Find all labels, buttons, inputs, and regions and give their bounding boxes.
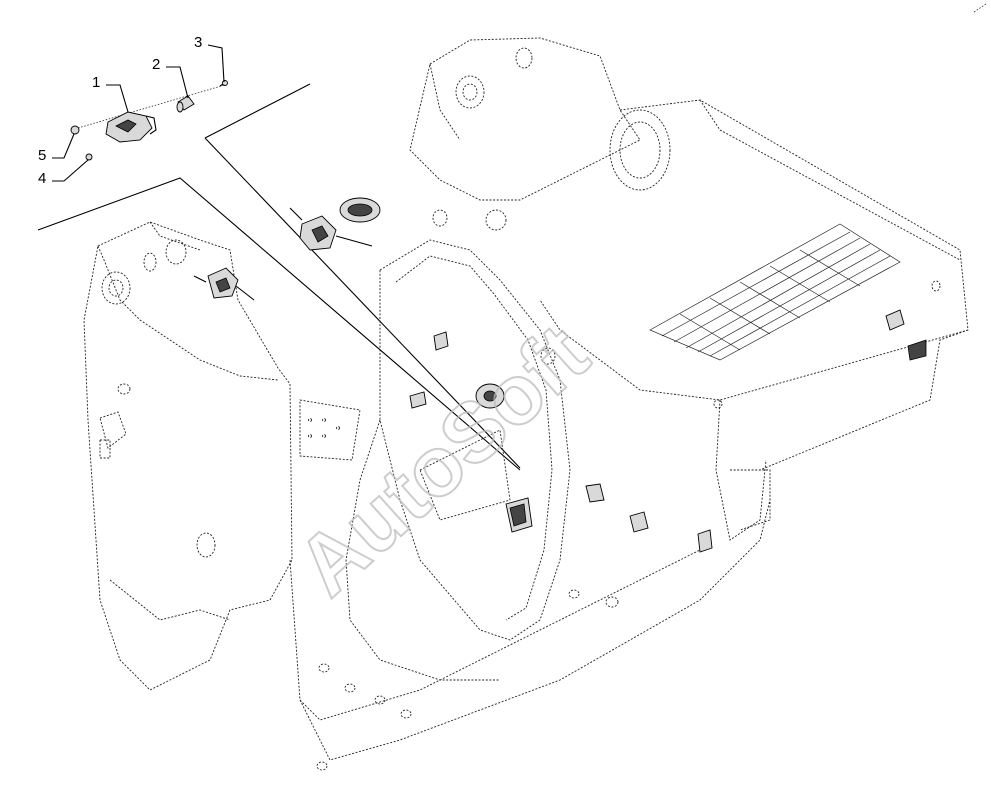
engine-grille [649, 223, 901, 361]
callout-2-label: 2 [152, 56, 160, 73]
rear-tower [409, 37, 641, 201]
left-lower-hole [196, 532, 216, 558]
left-arm-switch [193, 267, 255, 301]
callout-1: 1 [92, 74, 129, 113]
panel-dots [308, 418, 340, 438]
rear-switch [289, 207, 373, 251]
part-5-nut [70, 125, 80, 135]
corner-mark [973, 3, 987, 13]
machine-chassis [83, 37, 969, 771]
callout-2: 2 [152, 56, 189, 99]
callout-4: 4 [38, 159, 89, 187]
floor-pan [289, 499, 771, 761]
leader-line-left [37, 177, 521, 471]
side-harness-clip [409, 309, 905, 553]
rear-light [339, 197, 381, 223]
exploded-parts-group [70, 80, 229, 161]
cab-connector [505, 497, 533, 533]
part-1-switch [105, 111, 157, 143]
callout-5: 5 [38, 133, 75, 164]
rear-pivot-hole [455, 75, 485, 109]
part-4-washer [85, 153, 93, 161]
watermark: AutoSoft [278, 305, 606, 614]
left-side-wall [83, 221, 293, 691]
cooling-fan-housing [609, 109, 671, 191]
warning-decal [907, 339, 927, 361]
callouts: 1 2 3 4 5 [38, 34, 225, 187]
floor-bolts [316, 589, 619, 771]
callout-5-label: 5 [38, 147, 46, 164]
indication-lines [37, 83, 521, 471]
cab-frame [379, 239, 571, 641]
engine-cover [539, 99, 969, 401]
callout-4-label: 4 [38, 170, 46, 187]
callout-3-label: 3 [194, 34, 202, 51]
watermark-text: AutoSoft [279, 306, 605, 613]
callout-3: 3 [194, 34, 225, 83]
installed-components [193, 197, 927, 553]
left-pivot-hole [101, 271, 131, 305]
callout-1-label: 1 [92, 74, 100, 91]
explode-axis-line [77, 83, 229, 129]
part-2-sleeve [176, 95, 195, 113]
leader-line-right [204, 83, 521, 469]
seat-bracket [419, 383, 511, 521]
